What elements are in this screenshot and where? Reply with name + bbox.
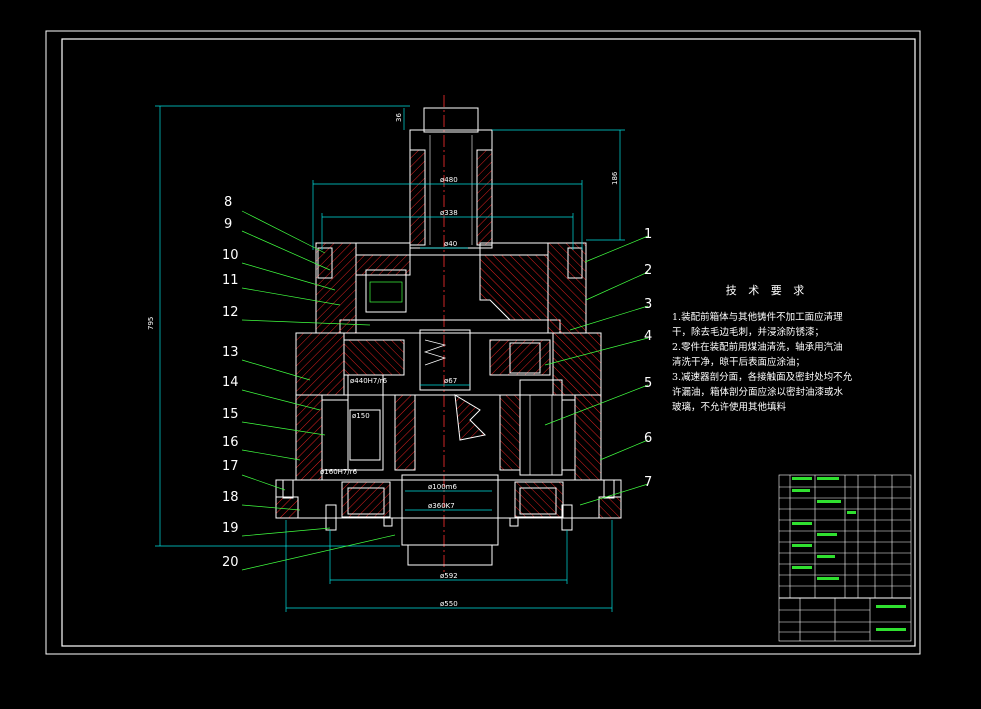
dim-d150: ø150 [352, 412, 370, 420]
base-flange [275, 474, 622, 566]
dim-d440: ø440H7/r6 [350, 377, 388, 385]
balloon-2: 2 [644, 263, 652, 278]
balloon-14: 14 [222, 375, 239, 390]
balloon-13: 13 [222, 345, 239, 360]
balloon-4: 4 [644, 329, 652, 344]
balloon-15: 15 [222, 407, 239, 422]
upper-housing [315, 242, 587, 334]
dim-d67: ø67 [444, 377, 457, 385]
balloon-1: 1 [644, 227, 652, 242]
balloon-17: 17 [222, 459, 239, 474]
notes-line: 许漏油，箱体剖分面应涂以密封油漆或水 [672, 387, 844, 398]
dim-top-step: 36 [395, 113, 403, 122]
dim-d40: ø40 [444, 240, 457, 248]
balloon-9: 9 [224, 217, 232, 232]
balloon-11: 11 [222, 273, 239, 288]
notes-line: 干，除去毛边毛刺，并浸涂防锈漆； [672, 327, 825, 338]
technical-requirements: 技 术 要 求 1.装配前箱体与其他铸件不加工面应清理 干，除去毛边毛刺，并浸涂… [672, 282, 862, 415]
dim-d160: ø160H7/r6 [320, 468, 358, 476]
balloon-20: 20 [222, 555, 239, 570]
parts-list-entries [792, 477, 906, 631]
balloon-5: 5 [644, 376, 652, 391]
output-shaft [409, 107, 493, 249]
balloon-8: 8 [224, 195, 232, 210]
notes-line: 1.装配前箱体与其他铸件不加工面应清理 [672, 312, 843, 323]
notes-line: 2.零件在装配前用煤油清洗，轴承用汽油 [672, 342, 843, 353]
notes-line: 玻璃，不允许使用其他填料 [672, 402, 787, 413]
dim-d338: ø338 [440, 209, 458, 217]
balloon-6: 6 [644, 431, 652, 446]
balloon-19: 19 [222, 521, 239, 536]
balloon-16: 16 [222, 435, 239, 450]
balloon-10: 10 [222, 248, 239, 263]
outer-frame [45, 30, 921, 655]
dim-d550: ø550 [440, 600, 458, 608]
dim-d592: ø592 [440, 572, 458, 580]
inner-frame [61, 38, 916, 647]
dim-d480: ø480 [440, 176, 458, 184]
notes-line: 清洗干净，晾干后表面应涂油； [672, 357, 806, 368]
dim-d360: ø360K7 [428, 502, 455, 510]
balloon-7: 7 [644, 475, 652, 490]
balloon-18: 18 [222, 490, 239, 505]
dim-overall-height: 795 [147, 317, 155, 330]
dim-top-shaft-length: 186 [611, 171, 619, 185]
dim-d100m6: ø100m6 [428, 483, 457, 491]
notes-line: 3.减速器剖分面，各接触面及密封处均不允 [672, 372, 853, 383]
leader-lines [241, 210, 649, 571]
dimension-lines [155, 105, 625, 612]
middle-housing [295, 329, 602, 396]
balloon-12: 12 [222, 305, 239, 320]
parts-list-table [778, 474, 912, 642]
notes-title: 技 术 要 求 [725, 284, 809, 297]
balloon-3: 3 [644, 297, 652, 312]
